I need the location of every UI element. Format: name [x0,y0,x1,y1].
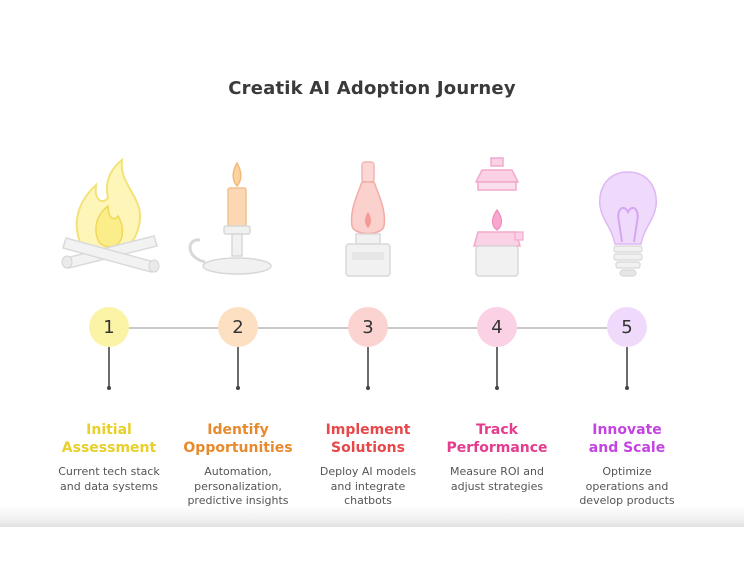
step-5-title-line2: and Scale [588,440,666,456]
step-3-description: Deploy AI models and integrate chatbots [298,465,438,509]
campfire-icon [61,157,160,273]
step-1-title-line2: Assessment [61,440,157,456]
step-4-node: 4 [477,307,517,347]
step-5-desc-line2: operations and [585,479,669,493]
step-5-desc-line3: develop products [579,494,675,507]
step-5-dot [625,386,629,390]
step-4-dot [495,386,499,390]
step-4-desc-line1: Measure ROI and [450,465,544,478]
step-1-desc-line1: Current tech stack [58,465,160,478]
step-4-title-line2: Performance [446,440,548,456]
step-2-node: 2 [218,307,258,347]
step-4-desc-line2: adjust strategies [450,479,544,493]
journey-card: Creatik AI Adoption Journey [34,78,702,509]
step-5-desc-line1: Optimize [602,465,652,478]
step-4-title: Track Performance [422,421,572,457]
card-bottom-shadow [0,505,744,527]
step-3-desc-line1: Deploy AI models [319,465,417,478]
step-5-title: Innovate and Scale [552,421,702,457]
step-2-title-line2: Opportunities [183,440,293,456]
step-2-desc-line1: Automation, [204,465,272,478]
step-2-connector [237,347,239,388]
step-1-node: 1 [89,307,129,347]
light-bulb-icon [599,171,657,277]
step-5-title-line1: Innovate [592,422,662,438]
step-1-desc-line2: and data systems [60,479,158,493]
step-4-title-line1: Track [476,422,518,438]
step-1-dot [107,386,111,390]
step-3-title: Implement Solutions [293,421,443,457]
step-3-connector [367,347,369,388]
step-4-description: Measure ROI and adjust strategies [427,465,567,494]
step-5-description: Optimize operations and develop products [557,465,697,509]
step-4-connector [496,347,498,388]
gas-lantern-icon [473,157,524,277]
step-2-title: Identify Opportunities [163,421,313,457]
step-1-title: Initial Assessment [34,421,184,457]
step-2-dot [236,386,240,390]
step-2-desc-line3: predictive insights [187,494,289,507]
step-3-node: 3 [348,307,388,347]
step-5-node: 5 [607,307,647,347]
step-3-title-line2: Solutions [331,440,405,456]
oil-lamp-icon [345,161,391,277]
step-1-title-line1: Initial [86,422,132,438]
step-2-title-line1: Identify [207,422,269,438]
icons-row [61,157,657,277]
step-3-desc-line2: and integrate [330,479,406,493]
candle-icon [188,161,272,275]
step-3-title-line1: Implement [325,422,411,438]
step-2-description: Automation, personalization, predictive … [168,465,308,509]
step-3-dot [366,386,370,390]
page-title: Creatik AI Adoption Journey [228,78,516,99]
step-5-connector [626,347,628,388]
step-1-description: Current tech stack and data systems [39,465,179,494]
step-2-desc-line2: personalization, [194,479,282,493]
step-3-desc-line3: chatbots [344,494,392,507]
step-1-connector [108,347,110,388]
